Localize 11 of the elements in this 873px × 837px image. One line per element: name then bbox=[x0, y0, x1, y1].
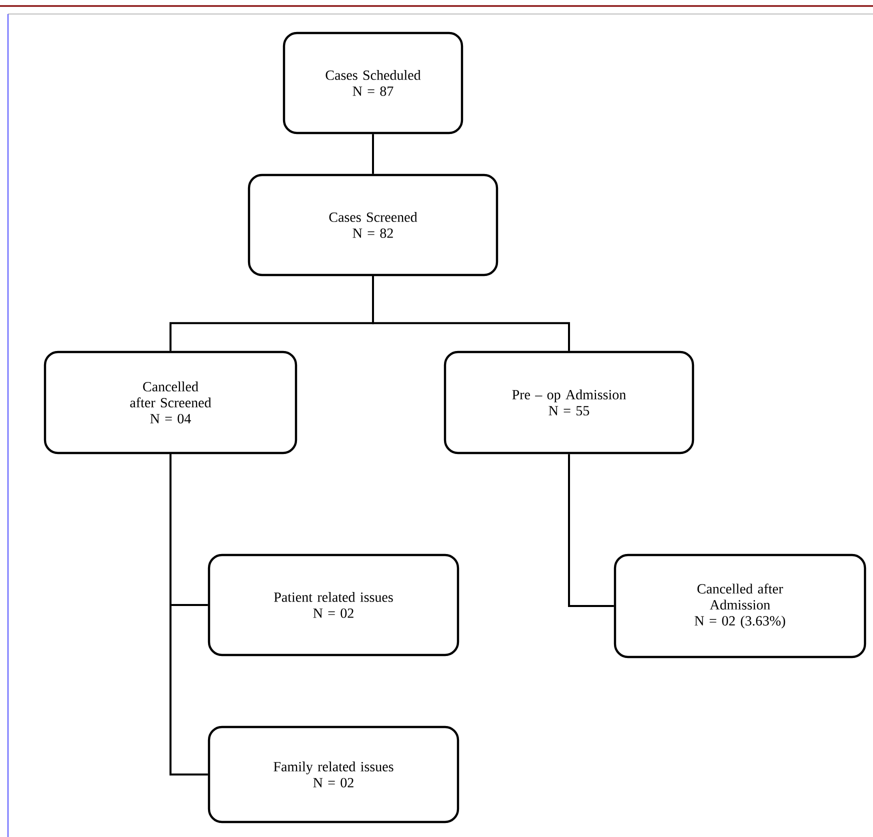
connector-line bbox=[568, 454, 614, 607]
process-box: Family related issues N = 02 bbox=[208, 726, 460, 824]
process-box: Cancelled after Admission N = 02 (3.63%) bbox=[614, 554, 866, 658]
process-box: Pre – op Admission N = 55 bbox=[444, 350, 694, 454]
connector-line bbox=[372, 134, 374, 174]
connector-line bbox=[372, 276, 570, 351]
connector-line bbox=[170, 454, 208, 776]
process-box: Cases Screened N = 82 bbox=[248, 174, 498, 276]
process-box: Patient related issues N = 02 bbox=[208, 554, 460, 656]
process-box: Cases Scheduled N = 87 bbox=[282, 32, 464, 134]
process-box: Cancelled after Screened N = 04 bbox=[44, 350, 298, 454]
